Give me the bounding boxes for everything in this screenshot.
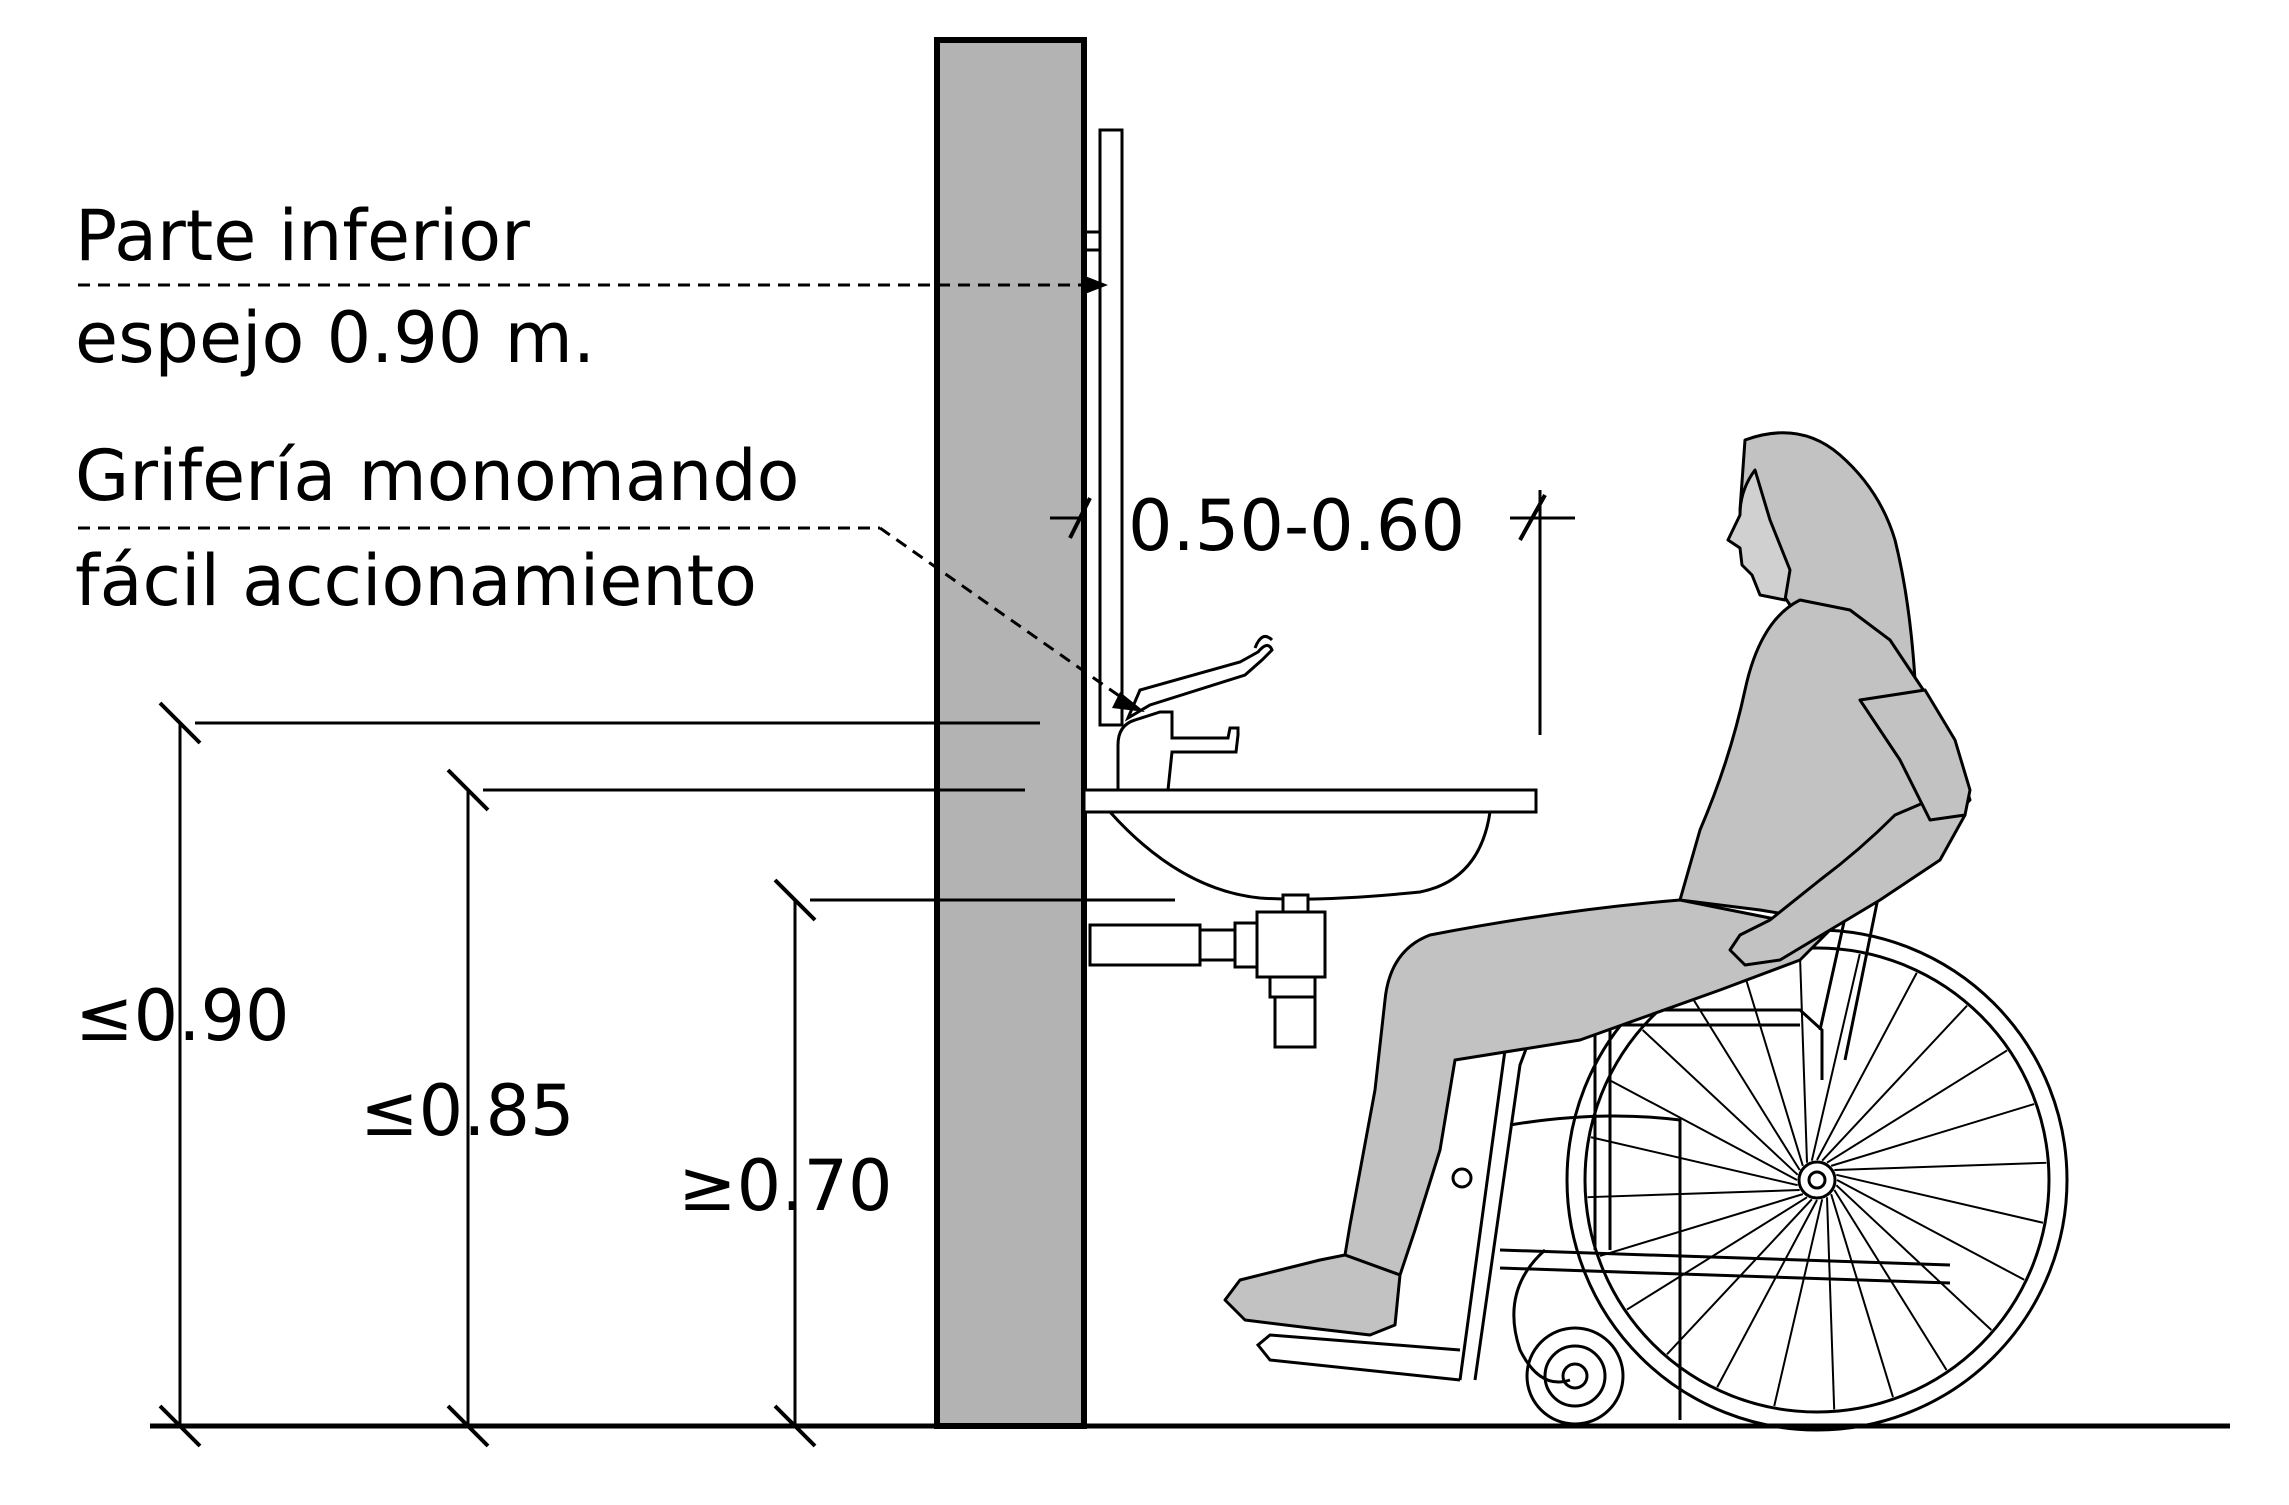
wheel-spoke [1798,950,1808,1163]
wall [934,37,1087,1429]
drain-pipe [1088,893,1327,1049]
wheel-spoke [1810,953,1861,1161]
height-dimensions [158,701,1175,1448]
wheel-spoke [1609,1079,1798,1181]
wheel-spoke [1826,1197,1836,1410]
washbasin [1082,788,1538,901]
wheel-spoke [1740,962,1804,1167]
wheel-spokes [1587,950,2047,1410]
height-label-085: ≤0.85 [360,1070,575,1152]
wheel-spoke [1590,1136,1798,1187]
seated-person [1223,431,1972,1337]
leader-lines [78,276,1145,712]
single-lever-faucet [1116,634,1274,792]
wheel-spoke [1686,989,1801,1171]
height-label-090: ≤0.90 [75,975,290,1057]
wheel-spoke [1716,1199,1818,1388]
mirror [1084,128,1124,727]
faucet-label-line1: Grifería monomando [75,435,799,517]
wheel-spoke [1836,1173,2044,1224]
mirror-label-line1: Parte inferior [75,195,530,277]
reach-dimension [1050,490,1575,735]
height-label-070: ≥0.70 [678,1145,893,1227]
wheel-spoke [1830,1103,2035,1167]
wheel-spoke [1587,1189,1800,1199]
wheel-spoke [1826,1049,2008,1164]
wheel-spoke [1835,1184,1993,1331]
wheel-spoke [1599,1193,1804,1257]
reach-dimension-label: 0.50-0.60 [1128,485,1465,567]
wheelchair [1255,747,2069,1432]
wheel-spoke [1641,1029,1799,1176]
faucet-label-line2: fácil accionamiento [75,540,757,622]
wheel-spoke [1830,1193,1894,1398]
mirror-label-line2: espejo 0.90 m. [75,297,595,379]
wheel-spoke [1626,1196,1808,1311]
wheel-spoke [1834,1161,2047,1171]
wheel-spoke [1773,1199,1824,1407]
wheel-spoke [1821,1004,1968,1162]
wheel-spoke [1816,972,1918,1161]
wheel-spoke [1836,1179,2025,1281]
